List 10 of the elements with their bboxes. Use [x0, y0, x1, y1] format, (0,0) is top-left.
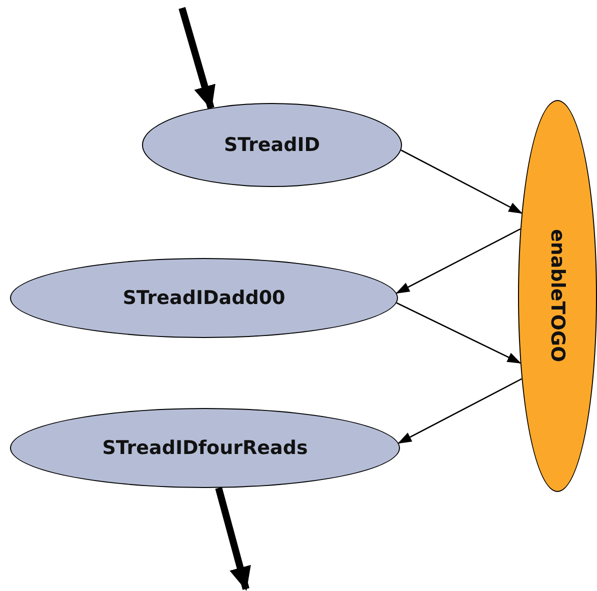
arrow — [396, 228, 521, 294]
arrow — [178, 7, 216, 110]
node-label: STreadIDfourReads — [102, 437, 308, 459]
arrow — [400, 150, 523, 214]
node-label: STreadIDadd00 — [122, 287, 286, 309]
node-label: STreadID — [224, 134, 320, 156]
node-label: enableTOGO — [546, 229, 568, 363]
arrow — [396, 302, 522, 364]
arrow — [215, 487, 251, 591]
arrow — [398, 378, 522, 444]
